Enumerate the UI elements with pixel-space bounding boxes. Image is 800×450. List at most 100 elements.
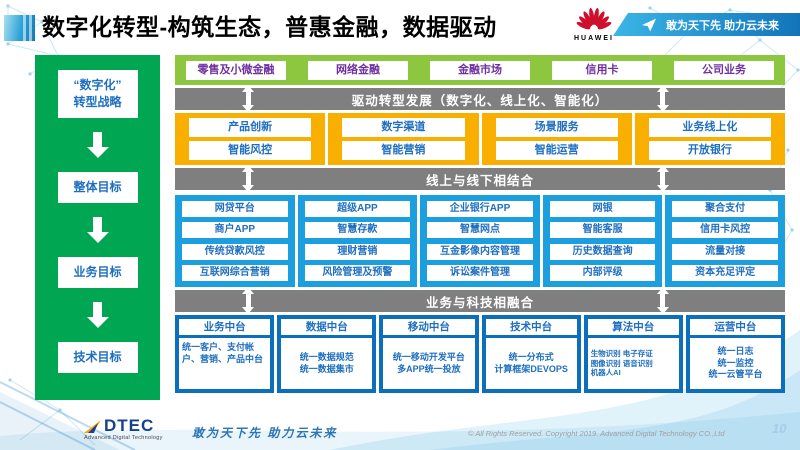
channel-item: 智慧网点 xyxy=(427,222,533,239)
channels-column: 网银 智能客服 历史数据查询 内部评级 xyxy=(542,195,663,287)
transform-column: 业务线上化 开放银行 xyxy=(634,113,785,165)
huawei-logo-text: HUAWEI xyxy=(574,35,614,42)
updown-arrow-icon xyxy=(242,287,255,314)
updown-arrow-icon xyxy=(242,165,255,192)
transform-column: 数字渠道 智能营销 xyxy=(328,113,479,165)
dtec-logo: DTEC Advanced Digital Technology xyxy=(84,417,163,441)
strategy-panel: “数字化” 转型战略 整体目标 业务目标 技术目标 xyxy=(35,55,160,400)
footer-copyright: © All Rights Reserved. Copyright 2019. A… xyxy=(468,429,725,438)
channel-item: 诉讼案件管理 xyxy=(427,265,533,282)
channels-column: 聚合支付 信用卡风控 流量对接 资本充足评定 xyxy=(665,195,785,287)
banner-online-offline-label: 线上与线下相结合 xyxy=(425,173,534,188)
channel-item: 历史数据查询 xyxy=(549,243,656,260)
business-line-item: 公司业务 xyxy=(674,60,774,80)
platform-title: 数据中台 xyxy=(281,319,373,335)
platform-column-algorithm: 算法中台 生物识别 电子存证 图像识别 语音识别 机器人AI xyxy=(583,315,683,393)
platform-content: 统一移动开发平台 多APP统一投放 xyxy=(383,338,475,389)
huawei-logo: HUAWEI xyxy=(570,4,618,42)
slogan-text: 敢为天下先 助力云未来 xyxy=(666,19,780,32)
channels-column: 网贷平台 商户APP 传统贷款风控 互联网综合营销 xyxy=(175,195,295,287)
platform-title: 技术中台 xyxy=(485,319,577,335)
platform-column-mobile: 移动中台 统一移动开发平台 多APP统一投放 xyxy=(379,315,479,393)
channel-item: 信用卡风控 xyxy=(672,222,778,239)
dtec-logo-subtext: Advanced Digital Technology xyxy=(84,435,163,441)
transform-column: 产品创新 智能风控 xyxy=(175,113,326,165)
footer-slogan: 敢为天下先 助力云未来 xyxy=(192,426,338,440)
platform-column-tech: 技术中台 统一分布式 计算框架DEVOPS xyxy=(481,315,581,393)
channel-item: 企业银行APP xyxy=(427,200,533,217)
transform-item: 业务线上化 xyxy=(648,117,771,137)
strategy-step-tech-goal: 技术目标 xyxy=(57,342,138,373)
platform-column-business: 业务中台 统一客户、支付帐户、营销、产品中台 xyxy=(175,315,275,393)
strategy-step-digital: “数字化” 转型战略 xyxy=(57,70,138,118)
updown-arrow-icon xyxy=(242,85,255,112)
business-line-item: 金融市场 xyxy=(430,60,530,80)
banner-tech-fusion: 业务与科技相融合 xyxy=(175,287,785,314)
platform-column-operation: 运营中台 统一日志 统一监控 统一云管平台 xyxy=(685,315,786,393)
transform-item: 智能运营 xyxy=(495,141,618,161)
channel-item: 智能客服 xyxy=(549,222,656,239)
business-line-item: 信用卡 xyxy=(552,60,652,80)
paper-plane-icon xyxy=(642,18,656,31)
business-lines-band: 零售及小微金融 网络金融 金融市场 信用卡 公司业务 xyxy=(175,55,785,85)
huawei-flower-icon xyxy=(576,7,612,30)
diagram-main: 零售及小微金融 网络金融 金融市场 信用卡 公司业务 驱动转型发展（数字化、线上… xyxy=(175,55,786,393)
transform-band: 产品创新 智能风控 数字渠道 智能营销 场景服务 智能运营 业务线上化 开放银行 xyxy=(175,113,785,165)
banner-tech-fusion-label: 业务与科技相融合 xyxy=(425,295,534,310)
down-arrow-icon xyxy=(86,301,109,328)
transform-item: 场景服务 xyxy=(495,117,618,137)
platform-title: 运营中台 xyxy=(689,319,782,335)
transform-item: 开放银行 xyxy=(648,141,771,161)
transform-item: 智能风控 xyxy=(189,141,312,161)
channel-item: 传统贷款风控 xyxy=(182,243,288,260)
transform-item: 产品创新 xyxy=(189,117,312,137)
channel-item: 互金影像内容管理 xyxy=(427,243,533,260)
down-arrow-icon xyxy=(86,216,109,243)
strategy-step-overall-goal: 整体目标 xyxy=(57,171,138,203)
business-line-item: 零售及小微金融 xyxy=(186,60,286,80)
channel-item: 理财营销 xyxy=(304,243,411,260)
platform-title: 移动中台 xyxy=(383,319,475,335)
channel-item: 网贷平台 xyxy=(182,200,288,217)
business-line-item: 网络金融 xyxy=(308,60,408,80)
page-title: 数字化转型-构筑生态，普惠金融，数据驱动 xyxy=(42,14,497,40)
down-arrow-icon xyxy=(86,131,109,158)
platform-title: 业务中台 xyxy=(179,319,271,335)
platforms-band: 业务中台 统一客户、支付帐户、营销、产品中台 数据中台 统一数据规范 统一数据集… xyxy=(175,315,786,393)
platform-content: 统一分布式 计算框架DEVOPS xyxy=(485,338,577,389)
updown-arrow-icon xyxy=(656,165,669,192)
channels-band: 网贷平台 商户APP 传统贷款风控 互联网综合营销 超级APP 智慧存款 理财营… xyxy=(175,195,785,287)
channel-item: 资本充足评定 xyxy=(672,265,778,282)
slogan-banner: 敢为天下先 助力云未来 xyxy=(613,13,800,36)
title-accent-bar xyxy=(4,15,35,41)
channels-column: 企业银行APP 智慧网点 互金影像内容管理 诉讼案件管理 xyxy=(420,195,540,287)
platform-title: 算法中台 xyxy=(587,319,679,335)
channel-item: 超级APP xyxy=(304,200,411,217)
channel-item: 风险管理及预警 xyxy=(304,265,411,282)
channel-item: 流量对接 xyxy=(672,243,778,260)
channel-item: 互联网综合营销 xyxy=(182,265,288,282)
banner-online-offline: 线上与线下相结合 xyxy=(175,165,785,192)
banner-drive-label: 驱动转型发展（数字化、线上化、智能化） xyxy=(351,93,609,108)
dtec-arrow-icon xyxy=(84,420,101,433)
transform-column: 场景服务 智能运营 xyxy=(481,113,632,165)
channel-item: 网银 xyxy=(549,200,656,217)
transform-item: 智能营销 xyxy=(342,141,465,161)
channel-item: 聚合支付 xyxy=(672,200,778,217)
platform-content: 统一客户、支付帐户、营销、产品中台 xyxy=(179,338,271,389)
strategy-step-business-goal: 业务目标 xyxy=(57,257,138,288)
platform-content: 统一数据规范 统一数据集市 xyxy=(281,338,373,389)
platform-column-data: 数据中台 统一数据规范 统一数据集市 xyxy=(277,315,377,393)
platform-content: 生物识别 电子存证 图像识别 语音识别 机器人AI xyxy=(587,338,679,389)
dtec-logo-text: DTEC xyxy=(104,416,155,435)
channels-column: 超级APP 智慧存款 理财营销 风险管理及预警 xyxy=(297,195,418,287)
transform-item: 数字渠道 xyxy=(342,117,465,137)
channel-item: 商户APP xyxy=(182,222,288,239)
channel-item: 内部评级 xyxy=(549,265,656,282)
updown-arrow-icon xyxy=(656,287,669,314)
channel-item: 智慧存款 xyxy=(304,222,411,239)
page-number: 10 xyxy=(772,421,787,436)
banner-drive-transform: 驱动转型发展（数字化、线上化、智能化） xyxy=(175,85,785,112)
platform-content: 统一日志 统一监控 统一云管平台 xyxy=(689,338,782,389)
updown-arrow-icon xyxy=(656,85,669,112)
